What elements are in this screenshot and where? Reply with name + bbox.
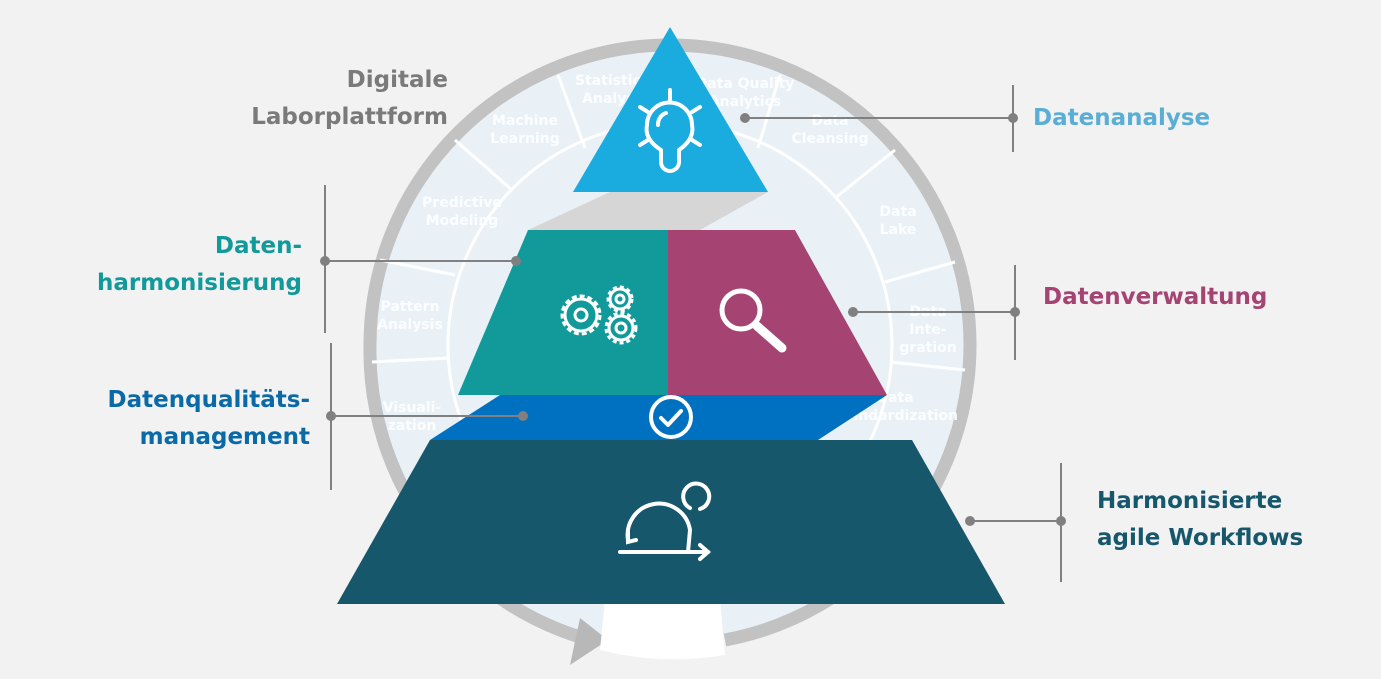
gears-icon xyxy=(560,285,638,345)
check-circle-icon xyxy=(649,395,693,439)
label-line: Datenqualitäts- xyxy=(107,387,310,413)
magnifier-icon xyxy=(719,288,787,353)
label-line: harmonisierung xyxy=(97,270,302,296)
label-datenanalyse: Datenanalyse xyxy=(1033,105,1211,131)
layer-datenverwaltung[interactable] xyxy=(668,230,887,395)
wheel-segment: Machine xyxy=(492,113,558,129)
title-line1: Digitale xyxy=(346,67,448,93)
wheel-segment: Data Quality xyxy=(696,76,795,92)
title-line2: Laborplattform xyxy=(251,104,448,130)
wheel-segment: Predictive xyxy=(422,195,502,211)
cycle-arrowhead-icon xyxy=(570,618,608,665)
wheel-segment: Data xyxy=(879,204,916,220)
layer-datenanalyse[interactable] xyxy=(573,27,768,192)
label-line: Harmonisierte xyxy=(1097,488,1283,514)
wheel-segment: Pattern xyxy=(380,299,439,315)
wheel-segment: Data xyxy=(811,113,848,129)
label-line: Daten- xyxy=(214,233,302,259)
label-datenqualitaet: Datenqualitäts- management xyxy=(40,382,310,456)
lightbulb-icon xyxy=(638,88,702,173)
agile-cycle-icon xyxy=(618,481,712,561)
layer-workflows[interactable] xyxy=(337,440,1005,604)
label-datenharmonisierung: Daten- harmonisierung xyxy=(40,228,302,302)
wheel-segment: Visuali- xyxy=(383,400,442,416)
connectors xyxy=(320,85,1066,582)
platform-title: Digitale Laborplattform xyxy=(200,62,448,136)
layer-datenqualitaet[interactable] xyxy=(430,395,887,440)
label-line: agile Workflows xyxy=(1097,525,1304,551)
svg-text:Visuali-zation: Visuali-zation xyxy=(383,400,442,434)
wheel-segment: Statistical xyxy=(575,73,655,89)
label-workflows: Harmonisierte agile Workflows xyxy=(1097,483,1303,557)
label-datenverwaltung: Datenverwaltung xyxy=(1043,284,1268,310)
layer-datenharmonisierung[interactable] xyxy=(458,230,668,395)
grey-band xyxy=(528,192,768,230)
label-line: management xyxy=(139,424,310,450)
